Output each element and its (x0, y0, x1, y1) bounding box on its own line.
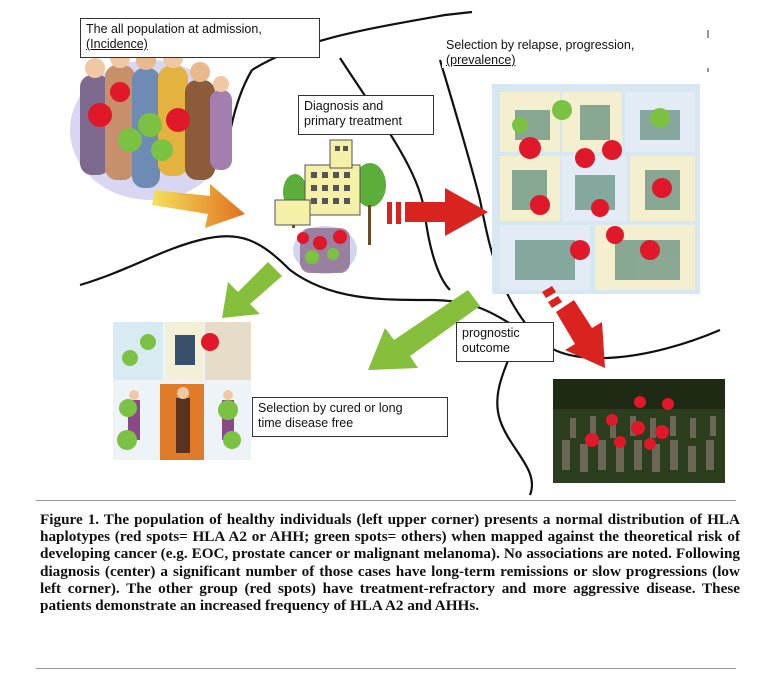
hospital-building-clipart (274, 139, 386, 274)
caption-rule-bottom (36, 668, 736, 669)
prognostic-label: prognostic outcome (456, 322, 554, 362)
figure-1: The all population at admission, (Incide… (70, 10, 725, 496)
prognostic-label-line2: outcome (462, 341, 510, 355)
green-arrow-center (368, 290, 480, 370)
red-arrow-relapse (387, 188, 488, 236)
healthy-people-panel-clipart (113, 322, 251, 460)
cured-label-line2: time disease free (258, 416, 354, 430)
prognostic-label-line1: prognostic (462, 326, 520, 340)
diagnosis-label: Diagnosis and primary treatment (298, 95, 434, 135)
patients-panel-clipart (492, 84, 700, 294)
admission-label-line1: The all population at admission, (86, 22, 262, 36)
green-arrow-left (222, 262, 282, 318)
relapse-label-line2: (prevalence) (446, 53, 516, 67)
diagnosis-label-line2: primary treatment (304, 114, 402, 128)
relapse-label-line1: Selection by relapse, progression, (446, 38, 635, 52)
gradient-arrow (152, 184, 245, 228)
figure-artwork (70, 10, 725, 496)
relapse-label: Selection by relapse, progression, (prev… (442, 38, 712, 68)
admission-label-line2: (Incidence) (86, 37, 148, 51)
admission-label: The all population at admission, (Incide… (80, 18, 320, 58)
people-group-clipart (70, 48, 232, 200)
cemetery-clipart (553, 379, 725, 483)
red-arrow-outcome (542, 286, 605, 368)
diagnosis-label-line1: Diagnosis and (304, 99, 384, 113)
cured-label: Selection by cured or long time disease … (252, 397, 448, 437)
caption-rule-top (36, 500, 736, 501)
cured-label-line1: Selection by cured or long (258, 401, 403, 415)
figure-caption: Figure 1. The population of healthy indi… (40, 511, 740, 615)
